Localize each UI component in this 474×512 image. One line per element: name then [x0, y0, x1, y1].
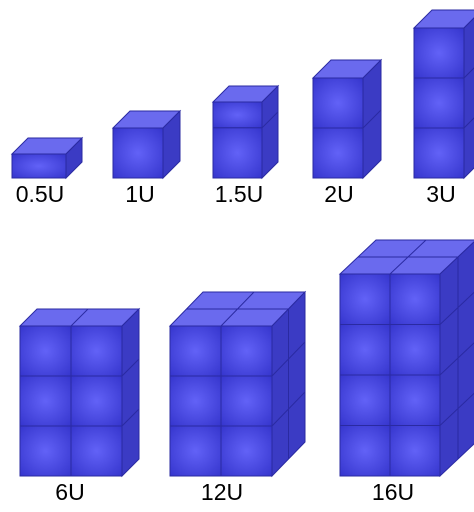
side-face: [122, 309, 139, 476]
front-cell: [390, 375, 440, 426]
front-cell: [71, 376, 122, 426]
front-cell: [313, 128, 363, 178]
cubesat-2u: [313, 60, 381, 178]
front-cell: [71, 326, 122, 376]
front-cell: [390, 274, 440, 325]
front-cell: [340, 426, 390, 477]
cubesat-1-5u: [213, 86, 278, 178]
front-cell: [340, 274, 390, 325]
front-cell: [221, 376, 272, 426]
front-cell: [213, 102, 262, 128]
front-cell: [20, 376, 71, 426]
front-cell: [414, 128, 464, 178]
cubesat-16u: [340, 240, 474, 476]
front-cell: [340, 375, 390, 426]
front-cell: [313, 78, 363, 128]
cubesat-6u: [20, 309, 139, 476]
top-face: [414, 10, 474, 28]
label-1u: 1U: [125, 183, 154, 206]
cubesat-12u: [170, 292, 305, 476]
front-cell: [414, 78, 464, 128]
front-cell: [414, 28, 464, 78]
front-cell: [390, 325, 440, 376]
label-6u: 6U: [55, 481, 84, 504]
front-cell: [221, 426, 272, 476]
front-cell: [170, 426, 221, 476]
label-12u: 12U: [201, 481, 243, 504]
front-cell: [71, 426, 122, 476]
label-0-5u: 0.5U: [16, 183, 65, 206]
front-cell: [213, 128, 262, 178]
front-cell: [170, 326, 221, 376]
front-cell: [113, 128, 163, 178]
front-cell: [390, 426, 440, 477]
side-face: [440, 240, 474, 476]
label-3u: 3U: [426, 183, 455, 206]
label-2u: 2U: [324, 183, 353, 206]
front-cell: [12, 154, 66, 178]
cubesat-3u: [414, 10, 474, 178]
front-cell: [20, 426, 71, 476]
side-face: [464, 10, 474, 178]
front-cell: [20, 326, 71, 376]
label-16u: 16U: [372, 481, 414, 504]
cubesat-1u: [113, 111, 180, 178]
front-cell: [221, 326, 272, 376]
label-1-5u: 1.5U: [215, 183, 264, 206]
front-cell: [340, 325, 390, 376]
cubesat-0-5u: [12, 138, 82, 178]
front-cell: [170, 376, 221, 426]
side-face: [262, 86, 278, 178]
